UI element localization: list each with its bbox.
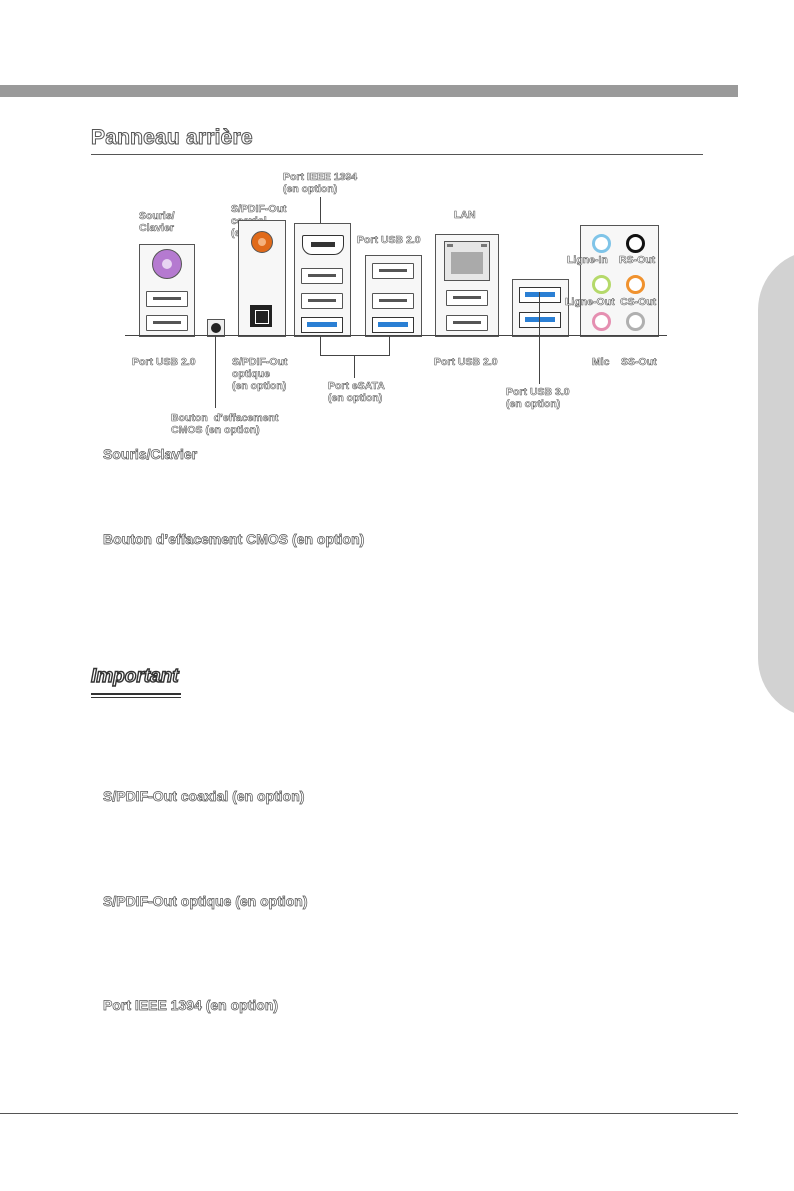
footer-rule [0, 1113, 738, 1114]
label-esata: Port eSATA (en option) [328, 380, 385, 405]
usb-port-icon [446, 290, 488, 306]
important-underline [91, 693, 181, 695]
section-heading: S/PDIF-Out coaxial (en option) [103, 788, 305, 805]
side-tab [758, 250, 794, 718]
label-spdif-opt: S/PDIF-Out optique (en option) [232, 356, 288, 393]
esata-port-icon [301, 317, 343, 333]
usb-esata-panel [365, 255, 422, 337]
important-underline [91, 697, 181, 698]
usb3-port-icon [519, 287, 561, 303]
title-rule [91, 154, 703, 155]
label-usb20-left: Port USB 2.0 [132, 356, 196, 369]
page-title: Panneau arrière [91, 126, 254, 150]
cs-out-jack-icon [626, 275, 645, 294]
section-heading: S/PDIF-Out optique (en option) [103, 893, 308, 910]
ps2-usb-panel [139, 244, 195, 337]
label-ligne-in: Ligne-In [567, 254, 608, 267]
ieee1394-port-icon [302, 235, 344, 255]
line-out-jack-icon [592, 275, 611, 294]
usb-port-icon [372, 263, 414, 279]
section-heading: Souris/Clavier [103, 446, 198, 463]
top-bar [0, 85, 738, 97]
lan-usb-panel [435, 234, 499, 337]
audio-panel [580, 225, 659, 337]
label-ieee1394: Port IEEE 1394 (en option) [283, 171, 358, 196]
section-heading: Bouton d’effacement CMOS (en option) [103, 531, 365, 548]
cmos-leader-line [215, 336, 216, 408]
ieee-leader-line [320, 197, 321, 243]
mic-jack-icon [592, 312, 611, 331]
label-rs-out: RS-Out [619, 254, 656, 267]
lan-port-icon [444, 241, 490, 281]
label-cmos: Bouton d’effacement CMOS (en option) [171, 412, 279, 437]
label-usb30: Port USB 3.0 (en option) [506, 386, 570, 411]
label-cs-out: CS-Out [620, 296, 657, 309]
usb-port-icon [146, 315, 188, 331]
rs-out-jack-icon [626, 234, 645, 253]
coax-port-icon [251, 231, 273, 253]
usb3-port-icon [519, 312, 561, 328]
label-usb20-right: Port USB 2.0 [434, 356, 498, 369]
usb-port-icon [372, 293, 414, 309]
label-usb20-top: Port USB 2.0 [357, 234, 421, 247]
label-ss-out: SS-Out [621, 356, 657, 369]
esata-leader-line [354, 356, 355, 378]
cmos-clear-button-icon [207, 319, 225, 337]
usb3-panel [512, 279, 569, 337]
important-heading: Important [90, 665, 179, 687]
usb-port-icon [446, 315, 488, 331]
label-ligne-out: Ligne-Out [565, 296, 615, 309]
line-in-jack-icon [592, 234, 611, 253]
spdif-panel [238, 220, 286, 337]
ps2-port-icon [152, 249, 182, 279]
usb-port-icon [301, 268, 343, 284]
usb-port-icon [301, 293, 343, 309]
esata-bracket-right [389, 336, 390, 356]
esata-port-icon [372, 317, 414, 333]
section-heading: Port IEEE 1394 (en option) [103, 997, 279, 1014]
label-souris-clavier: Souris/ Clavier [139, 210, 175, 235]
label-mic: Mic [592, 356, 610, 369]
label-lan: LAN [454, 209, 476, 222]
esata-bracket-left [320, 336, 321, 356]
ss-out-jack-icon [626, 312, 645, 331]
esata-bracket-bottom [320, 355, 390, 356]
panel-baseline [125, 335, 667, 336]
usb-port-icon [146, 291, 188, 307]
usb3-leader-line [539, 292, 540, 384]
ieee-usb-panel [294, 223, 351, 337]
optical-port-icon [250, 305, 272, 327]
